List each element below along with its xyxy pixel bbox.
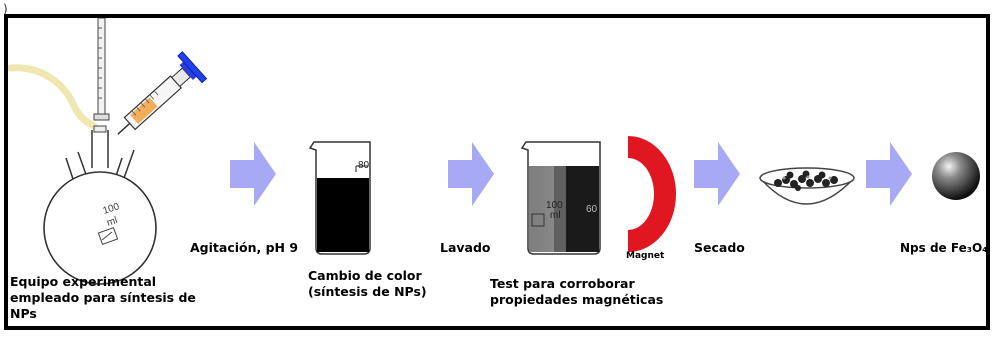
magnet-label: Magnet xyxy=(626,251,665,261)
process-diagram-canvas: 100 ml 80 100 ml 60 xyxy=(8,18,980,285)
panel-label: ) xyxy=(3,2,8,16)
color-change-label: Cambio de color (síntesis de NPs) xyxy=(308,268,427,299)
beaker1-mark: 80 xyxy=(358,160,370,171)
beaker-color-change-icon xyxy=(308,141,371,255)
product-label: Nps de Fe₃O₄ xyxy=(900,241,988,255)
magnet-icon xyxy=(628,136,676,252)
beaker-magnetic-test-icon xyxy=(520,141,601,255)
burette-icon xyxy=(97,18,106,117)
equipment-label: Equipo experimental empleado para síntes… xyxy=(10,274,196,321)
flask-volume-number: 100 xyxy=(102,201,122,217)
stopcock-icon xyxy=(93,113,110,121)
drying-dish-icon xyxy=(759,167,855,205)
syringe-icon xyxy=(117,51,208,135)
agitation-label: Agitación, pH 9 xyxy=(190,240,299,255)
wash-label: Lavado xyxy=(440,240,491,255)
arrow-icon xyxy=(866,142,912,206)
flask-volume-unit: ml xyxy=(106,215,119,229)
nanoparticle-sphere-icon xyxy=(932,152,980,200)
arrow-icon xyxy=(230,142,276,206)
arrow-icon xyxy=(448,142,494,206)
round-bottom-flask-icon xyxy=(43,171,157,285)
drying-label: Secado xyxy=(694,240,745,255)
tubing-icon xyxy=(8,64,98,130)
process-diagram-frame: 100 ml 80 100 ml 60 xyxy=(4,14,990,330)
arrow-icon xyxy=(694,142,740,206)
magnetic-test-label: Test para corroborar propiedades magnéti… xyxy=(490,276,664,307)
beaker2-volume-number: 100 xyxy=(546,200,563,211)
beaker2-mark: 60 xyxy=(586,204,598,215)
beaker2-volume-unit: ml xyxy=(550,210,561,221)
flask-setup xyxy=(8,18,208,285)
